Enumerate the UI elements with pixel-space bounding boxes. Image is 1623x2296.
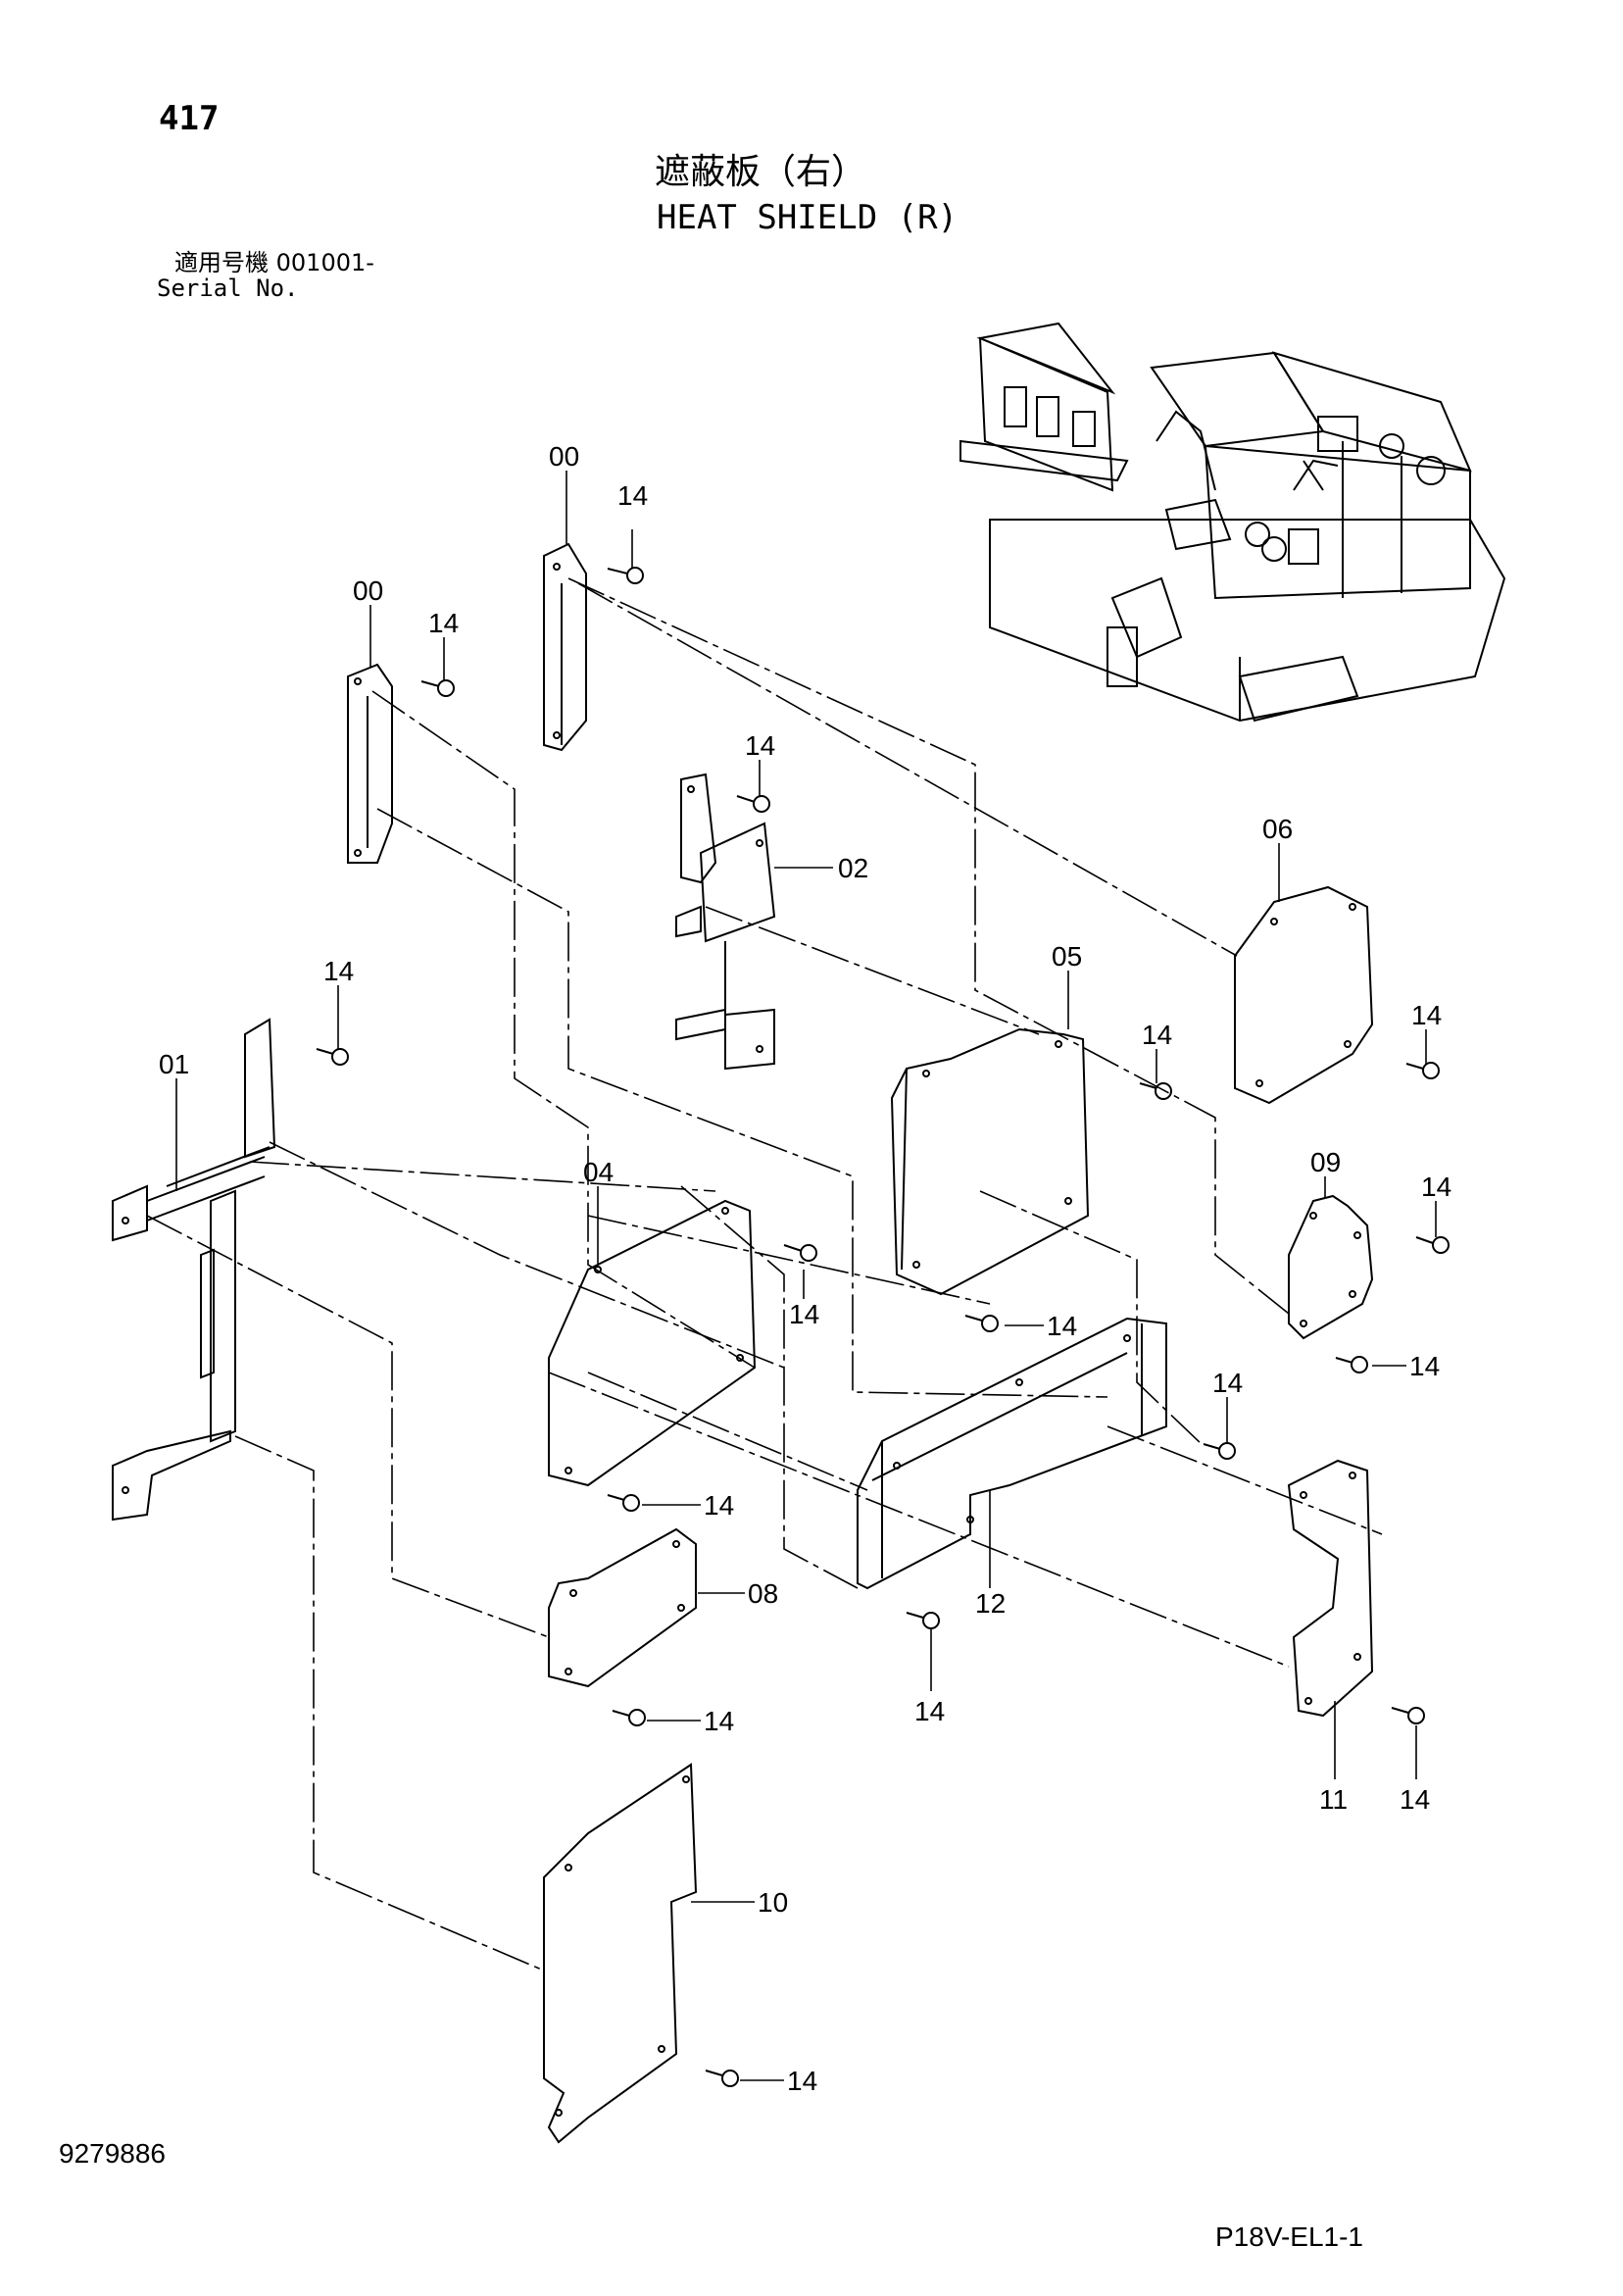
callout-label: 02	[838, 853, 868, 883]
callout-label: 00	[549, 441, 579, 472]
callout-label: 14	[1411, 1000, 1442, 1030]
title-english: HEAT SHIELD (R)	[657, 198, 959, 237]
callout-leaders	[175, 471, 1437, 2081]
callout-label: 04	[583, 1157, 614, 1187]
bolt-14	[607, 1494, 640, 1512]
bracket-02	[675, 773, 776, 1071]
bolt-14	[1139, 1082, 1172, 1100]
bolt-14	[783, 1244, 817, 1262]
serial-line-japanese: 適用号機 001001-	[174, 251, 374, 275]
bracket-00-middle	[347, 663, 393, 864]
callout-label: 14	[745, 730, 775, 761]
bolt-14	[612, 1709, 646, 1726]
figure-code: P18V-EL1-1	[1215, 2221, 1363, 2252]
bracket-00-upper	[543, 542, 587, 752]
callout-label: 09	[1310, 1147, 1341, 1177]
plate-04	[548, 1199, 757, 1487]
plate-10	[543, 1763, 698, 2144]
bolt-14	[1391, 1707, 1425, 1724]
serial-label-english: Serial No.	[157, 275, 299, 302]
assembly-chain-lines	[146, 577, 1383, 1972]
page-number: 417	[159, 99, 220, 138]
bolt-14	[964, 1315, 999, 1332]
callout-labels: 00 14 00 14 14 14 01 02 04 05 06 14 14 0…	[159, 441, 1451, 2096]
serial-label-japanese: 適用号機	[174, 249, 269, 276]
callout-label: 05	[1052, 941, 1082, 972]
title-japanese: 遮蔽板（右）	[655, 152, 867, 192]
callout-label: 14	[428, 608, 459, 638]
callout-label: 06	[1262, 814, 1293, 844]
bolt-14	[906, 1612, 940, 1629]
callout-label: 14	[914, 1696, 945, 1726]
bolt-group	[316, 567, 1450, 2087]
callout-label: 14	[617, 480, 648, 511]
cover-12	[857, 1317, 1167, 1590]
bolt-14	[420, 679, 455, 697]
callout-label: 08	[748, 1578, 778, 1609]
document-number: 9279886	[59, 2138, 167, 2169]
callout-label: 14	[704, 1490, 734, 1521]
machine-overview-illustration	[959, 322, 1506, 723]
callout-label: 14	[1421, 1172, 1451, 1202]
callout-label: 12	[975, 1588, 1006, 1619]
callout-label: 01	[159, 1049, 189, 1079]
callout-label: 14	[1142, 1020, 1172, 1050]
serial-value: 001001-	[275, 249, 374, 276]
callout-label: 14	[1400, 1784, 1430, 1815]
plate-11	[1287, 1459, 1374, 1718]
bolt-14	[1335, 1356, 1368, 1373]
plate-08	[548, 1527, 697, 1688]
callout-label: 00	[353, 575, 383, 606]
plate-05	[890, 1027, 1090, 1296]
plate-06	[1234, 885, 1374, 1105]
plate-09	[1288, 1194, 1374, 1340]
callout-label: 14	[789, 1299, 819, 1329]
bolt-14	[607, 567, 644, 584]
bracket-01-frame	[112, 1018, 276, 1522]
callout-label: 14	[1212, 1368, 1243, 1398]
callout-label: 14	[704, 1706, 734, 1736]
bolt-14	[705, 2070, 739, 2087]
callout-label: 14	[323, 956, 354, 986]
callout-label: 14	[1409, 1351, 1440, 1381]
bolt-14	[1415, 1236, 1450, 1254]
callout-label: 11	[1319, 1784, 1348, 1815]
callout-label: 14	[1047, 1311, 1077, 1341]
bolt-14	[1203, 1442, 1236, 1460]
callout-label: 14	[787, 2066, 817, 2096]
bolt-14	[736, 795, 770, 813]
bolt-14	[1405, 1062, 1440, 1079]
bolt-14	[316, 1048, 349, 1066]
callout-label: 10	[758, 1887, 788, 1918]
